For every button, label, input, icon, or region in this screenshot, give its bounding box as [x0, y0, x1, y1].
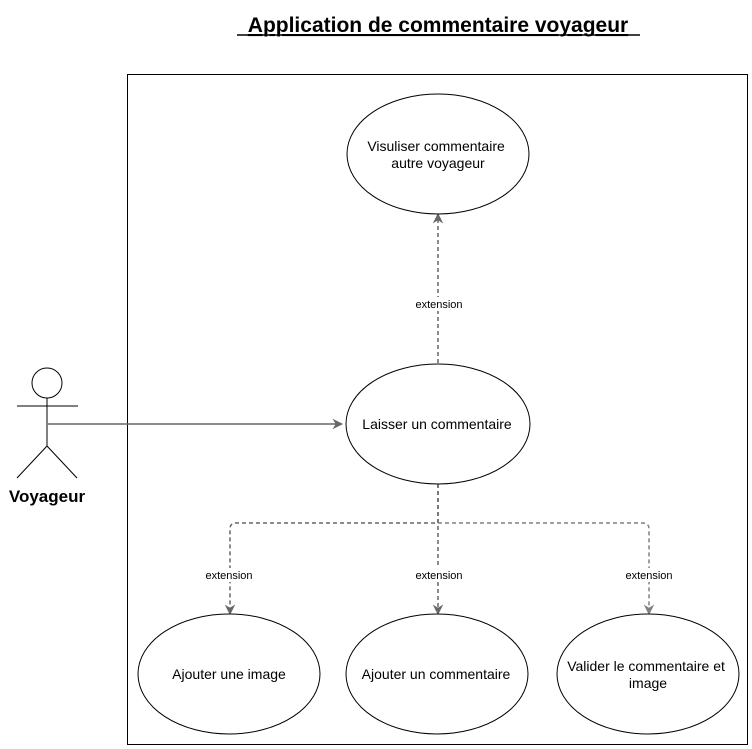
use-case-label-line: Valider le commentaire et: [567, 658, 725, 674]
actor-left-leg: [16, 445, 48, 479]
use-case-label: Ajouter une image: [172, 666, 286, 682]
extension-label-bg-comment: [411, 568, 465, 582]
use-case-label-line: Ajouter une image: [172, 666, 286, 682]
use-case-label-line: autre voyageur: [391, 155, 485, 171]
actor-label: Voyageur: [9, 487, 86, 506]
actor-voyageur[interactable]: Voyageur: [9, 367, 86, 506]
use-case-ellipse: [556, 613, 740, 735]
system-boundary: [127, 74, 748, 745]
extension-label-validate: extension: [625, 570, 672, 582]
use-case-ellipse: [346, 93, 530, 215]
extension-label-comment: extension: [415, 570, 462, 582]
extension-label-bg-validate: [621, 568, 675, 582]
use-case-ellipse: [137, 613, 321, 735]
use-case-ellipse: [345, 363, 531, 485]
use-case-label-line: image: [629, 675, 667, 691]
extension-label-bg-image: [202, 568, 256, 582]
use-case-label-line: Visuliser commentaire: [367, 138, 505, 154]
use-case-leave-comment[interactable]: Laisser un commentaire: [345, 363, 531, 485]
extension-label-bg-view: [412, 297, 466, 311]
use-case-label-line: Ajouter un commentaire: [362, 666, 511, 682]
use-case-add-comment[interactable]: Ajouter un commentaire: [345, 613, 529, 735]
use-case-label: Laisser un commentaire: [362, 416, 512, 432]
extension-edge-image: [224, 484, 439, 616]
use-case-validate[interactable]: Valider le commentaire et image: [556, 613, 740, 735]
use-case-ellipse: [345, 613, 529, 735]
diagram-title: Application de commentaire voyageur: [248, 14, 628, 37]
use-case-label: Ajouter un commentaire: [362, 666, 511, 682]
use-case-label-line: Laisser un commentaire: [362, 416, 512, 432]
extension-edge-validate: [438, 522, 655, 616]
use-case-add-image[interactable]: Ajouter une image: [137, 613, 321, 735]
use-case-label: Valider le commentaire et image: [567, 658, 729, 691]
actor-head: [31, 367, 63, 399]
extension-label-view: extension: [415, 299, 462, 311]
use-case-label: Visuliser commentaire autre voyageur: [367, 138, 508, 171]
use-case-view-comments[interactable]: Visuliser commentaire autre voyageur: [346, 93, 530, 215]
actor-right-leg: [46, 445, 78, 479]
extension-label-image: extension: [205, 570, 252, 582]
